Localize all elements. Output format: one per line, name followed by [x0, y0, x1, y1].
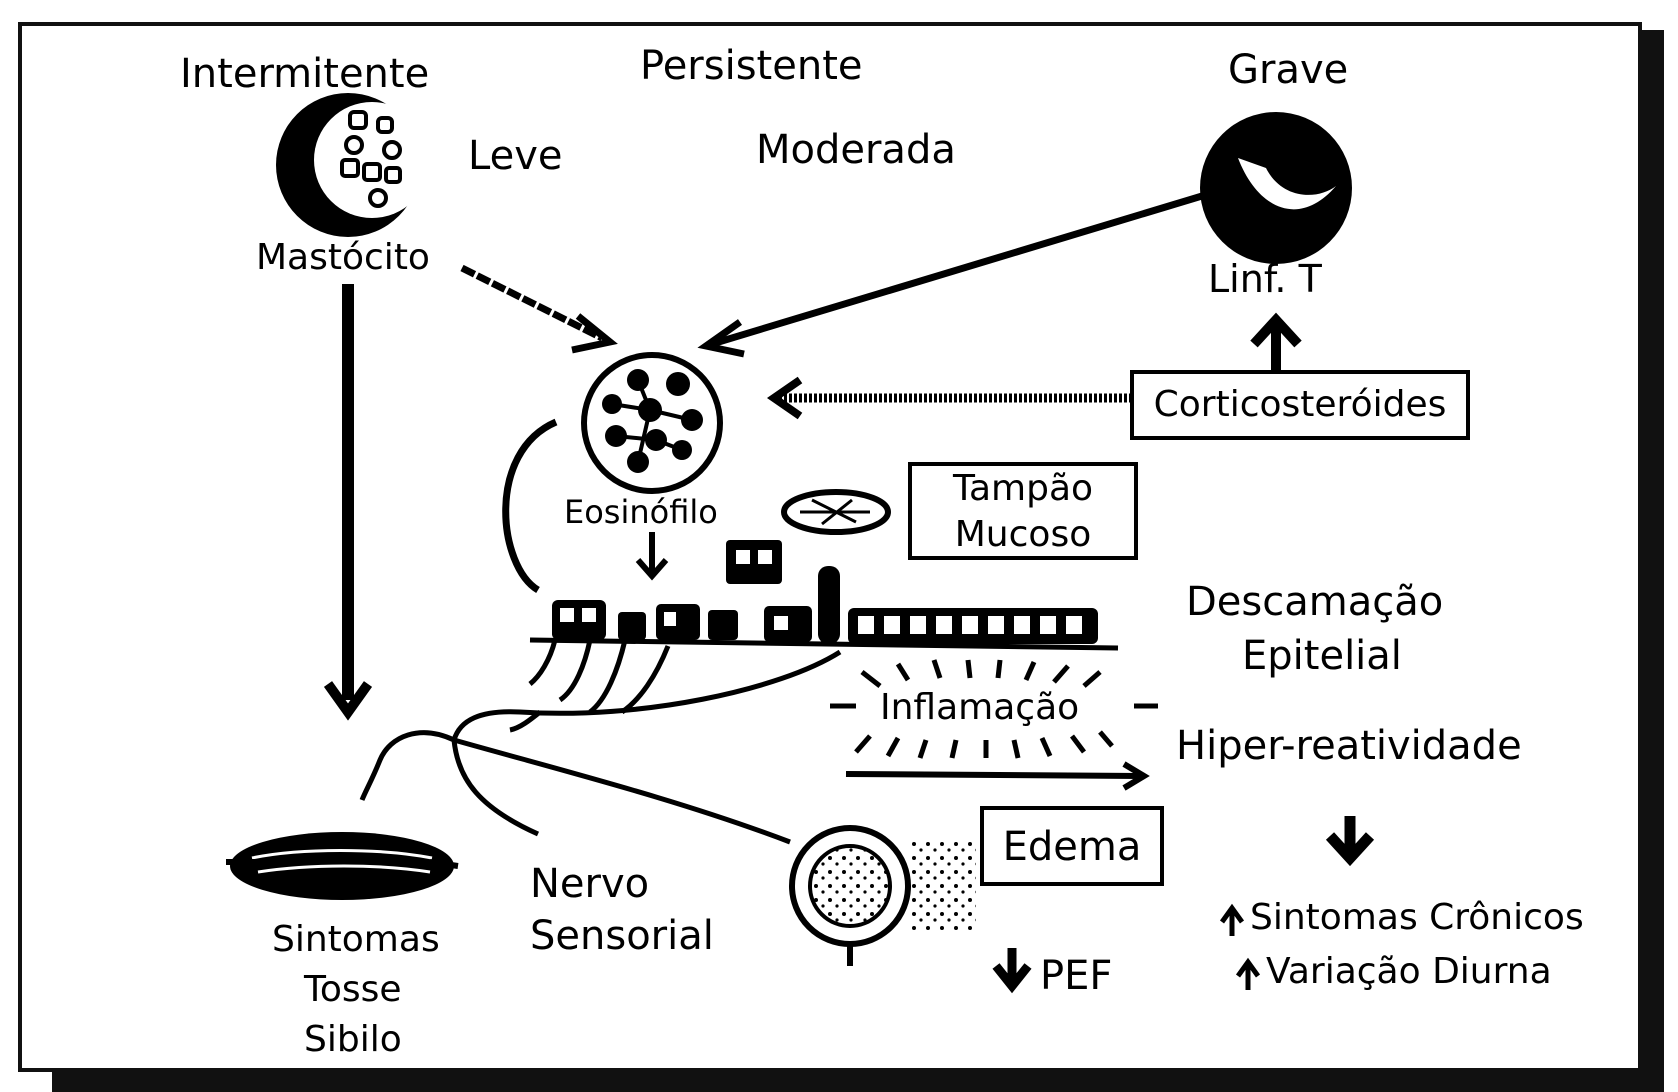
label-moderate: Moderada: [756, 130, 956, 170]
label-mild: Leve: [468, 136, 562, 176]
label-mucous-plug-line2: Mucoso: [908, 514, 1138, 555]
label-severe: Grave: [1228, 50, 1348, 90]
label-symptoms-line1: Sintomas: [272, 922, 440, 958]
label-eosinophil: Eosinófilo: [564, 496, 718, 528]
label-sensory-nerve-line1: Nervo: [530, 864, 649, 904]
label-symptoms-line2: Tosse: [304, 972, 402, 1008]
label-mucous-plug-line1: Tampão: [908, 468, 1138, 509]
sensory-nerve-fibers: [362, 640, 840, 842]
label-pef: PEF: [1040, 956, 1112, 996]
blood-vessel-edema-icon: [792, 828, 976, 966]
label-symptoms-line3: Sibilo: [304, 1022, 402, 1058]
t-lymphocyte-icon: [1200, 112, 1352, 264]
label-persistent: Persistente: [640, 46, 862, 86]
arrow-up-diurnal-variation: [1238, 962, 1258, 990]
label-desquamation-line1: Descamação: [1186, 582, 1443, 622]
eosinophil-icon: [584, 355, 720, 491]
label-corticosteroids: Corticosteróides: [1130, 384, 1470, 425]
label-desquamation-line2: Epitelial: [1242, 636, 1402, 676]
label-inflammation: Inflamação: [880, 690, 1079, 726]
arrow-mast-cell-to-eosinophil: [462, 268, 610, 350]
label-chronic-symptoms: Sintomas Crônicos: [1250, 900, 1584, 936]
label-mast-cell: Mastócito: [256, 240, 430, 276]
arrow-mast-cell-to-symptoms: [328, 284, 368, 712]
arrow-down-pef: [996, 948, 1028, 986]
arrow-inflammation-to-hyperreactivity: [846, 764, 1144, 788]
label-diurnal-variation: Variação Diurna: [1266, 954, 1552, 990]
label-edema: Edema: [980, 824, 1164, 870]
mucous-plug-icon: [784, 492, 888, 532]
arrow-down-eosinophil-to-epithelium: [638, 532, 666, 576]
smooth-muscle-icon: [226, 832, 458, 900]
arrow-up-corticosteroids-to-t-lymphocyte: [1254, 320, 1298, 372]
arrow-up-chronic-symptoms: [1222, 908, 1242, 936]
label-intermittent: Intermitente: [180, 54, 429, 94]
label-t-lymphocyte: Linf. T: [1208, 260, 1322, 298]
arrow-corticosteroids-to-eosinophil: [774, 380, 1132, 416]
label-hyperreactivity: Hiper-reatividade: [1176, 726, 1522, 766]
arrow-down-hyperreactivity: [1330, 816, 1370, 858]
label-sensory-nerve-line2: Sensorial: [530, 916, 714, 956]
eosinophil-migration-curve: [506, 422, 556, 590]
arrow-t-lymphocyte-to-eosinophil: [706, 196, 1202, 354]
mast-cell-icon: [276, 93, 430, 237]
